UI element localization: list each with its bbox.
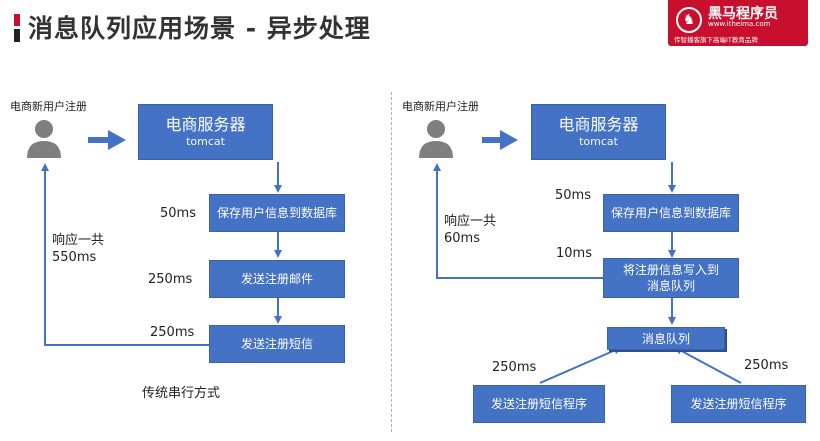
left-email-time: 250ms [148,272,193,287]
right-user-icon [419,120,453,158]
left-total-time: 550ms [52,250,97,265]
right-save-box: 保存用户信息到数据库 [603,194,739,232]
message-queue-label: 消息队列 [641,331,690,346]
left-server-subtitle: tomcat [186,135,225,148]
panel-divider [391,92,392,432]
logo-url: www.itheima.com [708,20,771,28]
left-save-time: 50ms [160,206,196,221]
consumer-right-label: 发送注册短信程序 [690,397,787,411]
title-accent-mark [14,14,20,42]
left-caption: 传统串行方式 [142,386,221,401]
left-save-label: 保存用户信息到数据库 [216,206,337,220]
logo-name: 黑马程序员 [708,6,778,22]
left-user-icon [27,120,61,158]
left-total-label: 响应一共 [52,233,105,248]
left-email-label: 发送注册邮件 [240,272,313,286]
consumer-left-label: 发送注册短信程序 [490,397,587,411]
right-user-label: 电商新用户注册 [402,100,479,113]
horse-logo-icon: ♞ [676,7,702,33]
right-mq-box: 将注册信息写入到消息队列 [603,258,739,298]
right-save-time: 50ms [555,188,591,203]
left-save-box: 保存用户信息到数据库 [209,194,345,232]
right-server-title: 电商服务器 [558,115,639,134]
right-server-box: 电商服务器 tomcat [531,104,666,160]
queue-to-consumer-left-arrow [539,346,622,384]
right-user-to-server-arrow [482,130,518,150]
consumer-left-time: 250ms [492,360,537,375]
queue-to-consumer-right-arrow [674,347,742,384]
left-server-title: 电商服务器 [165,115,246,134]
left-sms-box: 发送注册短信 [209,325,345,363]
consumer-right-time: 250ms [744,358,789,373]
left-user-to-server-arrow [88,130,126,150]
left-sms-time: 250ms [150,325,195,340]
right-total-label: 响应一共 [444,214,497,229]
brand-logo: ♞ 黑马程序员 www.itheima.com 传智播客旗下高端IT教育品牌 [668,0,808,46]
left-sms-label: 发送注册短信 [240,337,313,351]
left-email-box: 发送注册邮件 [209,260,345,298]
logo-slogan: 传智播客旗下高端IT教育品牌 [674,36,758,44]
left-user-label: 电商新用户注册 [10,100,87,113]
right-response-arrow [433,163,604,279]
message-queue-box: 消息队列 [607,327,725,350]
right-save-label: 保存用户信息到数据库 [610,206,731,220]
left-response-arrow [41,163,210,346]
left-server-box: 电商服务器 tomcat [138,104,273,160]
page-title: 消息队列应用场景 - 异步处理 [28,14,371,43]
right-mq-time: 10ms [556,246,592,261]
right-total-time: 60ms [444,231,480,246]
consumer-left-box: 发送注册短信程序 [473,385,605,423]
consumer-right-box: 发送注册短信程序 [671,385,806,423]
right-mq-label: 将注册信息写入到消息队列 [622,263,719,293]
right-server-subtitle: tomcat [579,135,618,148]
